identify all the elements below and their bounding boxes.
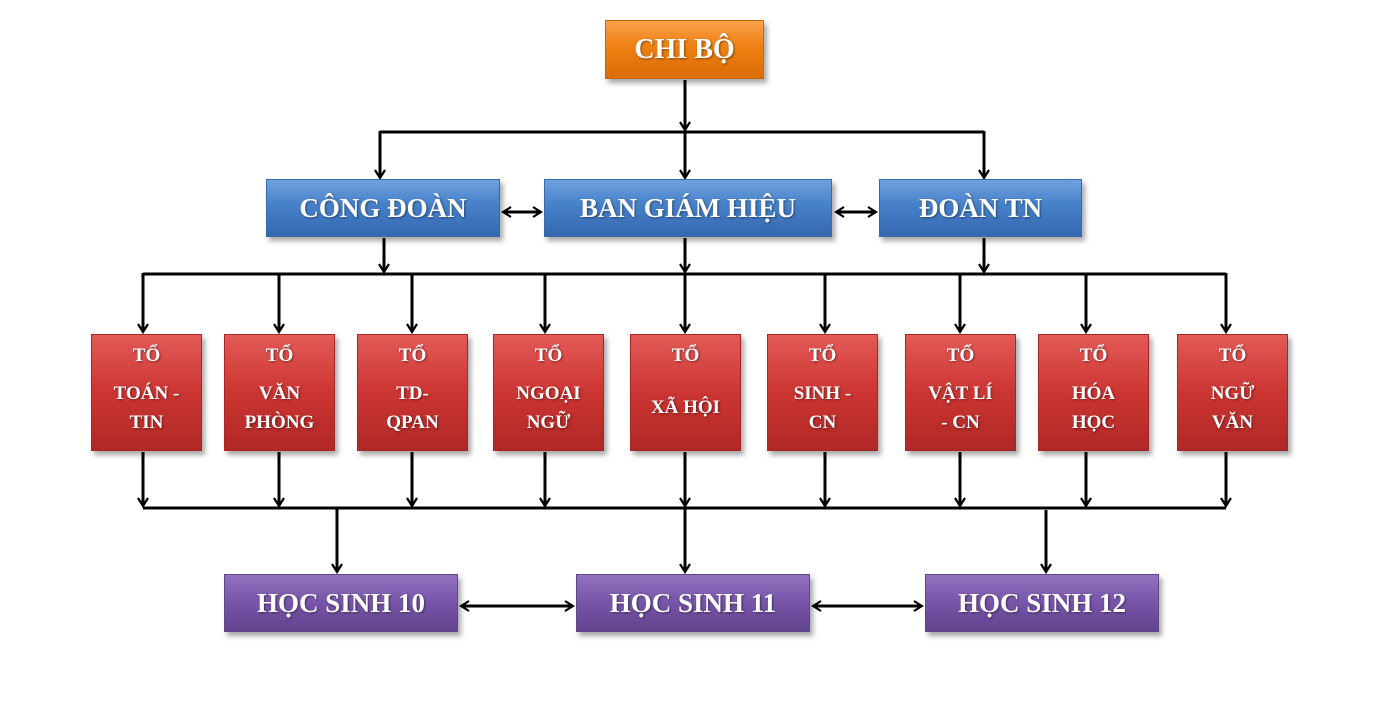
dept-line1: HÓA bbox=[1071, 382, 1116, 404]
hoc-sinh-10-label: HỌC SINH 10 bbox=[256, 587, 426, 618]
cong-doan-label: CÔNG ĐOÀN bbox=[299, 192, 467, 223]
dept-line1: VĂN bbox=[258, 382, 301, 404]
dept-line2: HỌC bbox=[1071, 411, 1116, 433]
to-td-qpan-box: TỔ TD- QPAN bbox=[357, 334, 468, 451]
ban-giam-hieu-label: BAN GIÁM HIỆU bbox=[579, 192, 796, 223]
to-xa-hoi-box: TỔ XÃ HỘI bbox=[630, 334, 741, 451]
to-prefix: TỔ bbox=[398, 345, 427, 366]
hoc-sinh-11-box: HỌC SINH 11 bbox=[576, 574, 810, 632]
chi-bo-label: CHI BỘ bbox=[634, 33, 735, 65]
to-toan-tin-box: TỔ TOÁN - TIN bbox=[91, 334, 202, 451]
hoc-sinh-12-label: HỌC SINH 12 bbox=[957, 587, 1127, 618]
dept-line1: XÃ HỘI bbox=[650, 397, 721, 418]
to-prefix: TỔ bbox=[265, 345, 294, 366]
hoc-sinh-11-label: HỌC SINH 11 bbox=[609, 587, 777, 618]
dept-line2: CN bbox=[808, 411, 837, 433]
dept-line1: TD- bbox=[396, 382, 429, 404]
dept-line2: QPAN bbox=[386, 411, 439, 433]
dept-line1: NGOẠI bbox=[516, 382, 581, 404]
doan-tn-box: ĐOÀN TN bbox=[879, 179, 1082, 237]
to-vat-li-cn-box: TỔ VẬT LÍ - CN bbox=[905, 334, 1016, 451]
cong-doan-box: CÔNG ĐOÀN bbox=[266, 179, 500, 237]
to-hoa-hoc-box: TỔ HÓA HỌC bbox=[1038, 334, 1149, 451]
to-prefix: TỔ bbox=[1218, 345, 1247, 366]
dept-line2: NGỮ bbox=[526, 411, 571, 433]
to-prefix: TỔ bbox=[946, 345, 975, 366]
dept-line2: VĂN bbox=[1211, 411, 1254, 433]
ban-giam-hieu-box: BAN GIÁM HIỆU bbox=[544, 179, 832, 237]
to-prefix: TỔ bbox=[1079, 345, 1108, 366]
chi-bo-box: CHI BỘ bbox=[605, 20, 764, 79]
to-ngoai-ngu-box: TỔ NGOẠI NGỮ bbox=[493, 334, 604, 451]
to-van-phong-box: TỔ VĂN PHÒNG bbox=[224, 334, 335, 451]
dept-line1: VẬT LÍ bbox=[928, 382, 993, 404]
to-prefix: TỔ bbox=[132, 345, 161, 366]
dept-line1: TOÁN - bbox=[113, 382, 180, 404]
dept-line2: PHÒNG bbox=[244, 411, 315, 433]
hoc-sinh-12-box: HỌC SINH 12 bbox=[925, 574, 1159, 632]
dept-line2: TIN bbox=[129, 411, 164, 433]
to-sinh-cn-box: TỔ SINH - CN bbox=[767, 334, 878, 451]
to-prefix: TỔ bbox=[534, 345, 563, 366]
hoc-sinh-10-box: HỌC SINH 10 bbox=[224, 574, 458, 632]
dept-line1: SINH - bbox=[793, 382, 852, 404]
doan-tn-label: ĐOÀN TN bbox=[918, 192, 1043, 223]
to-prefix: TỔ bbox=[671, 345, 700, 366]
to-prefix: TỔ bbox=[808, 345, 837, 366]
dept-line1: NGỮ bbox=[1210, 382, 1255, 404]
to-ngu-van-box: TỔ NGỮ VĂN bbox=[1177, 334, 1288, 451]
dept-line2: - CN bbox=[941, 411, 980, 433]
